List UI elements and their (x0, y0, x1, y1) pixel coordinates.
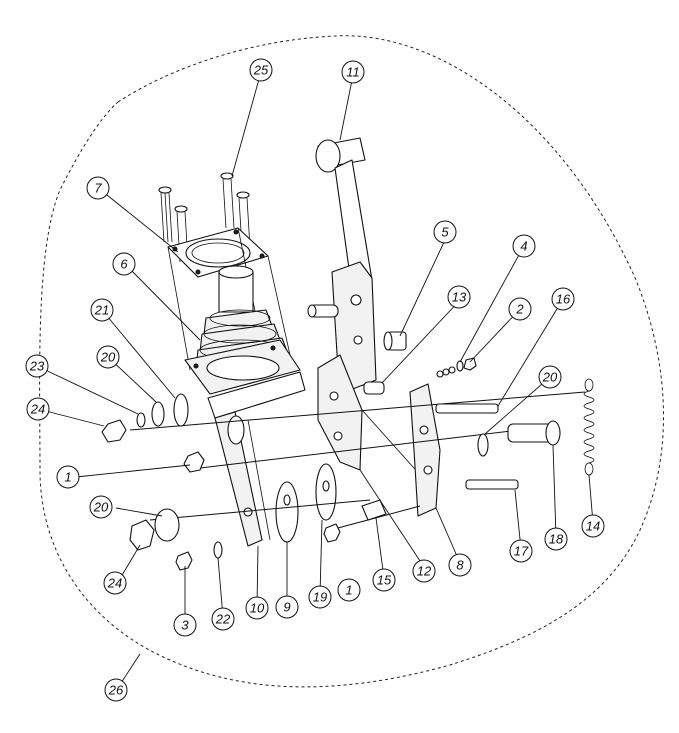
callout-23: 23 (25, 354, 49, 378)
callout-1b: 1 (337, 578, 361, 602)
callout-1a: 1 (56, 465, 80, 489)
svg-text:1: 1 (345, 583, 352, 598)
lever-arm (307, 137, 377, 391)
callout-20c: 20 (538, 365, 562, 389)
spacer-plates (275, 463, 337, 543)
svg-text:20: 20 (93, 500, 109, 515)
callout-4: 4 (512, 234, 536, 258)
svg-text:1: 1 (64, 470, 71, 485)
callout-5: 5 (433, 220, 457, 244)
tension-spring (583, 378, 595, 476)
left-hardware (101, 393, 223, 571)
callout-18: 18 (544, 527, 568, 551)
svg-text:17: 17 (514, 544, 529, 559)
callout-20a: 20 (96, 345, 120, 369)
svg-text:10: 10 (250, 601, 265, 616)
callout-21: 21 (90, 298, 114, 322)
callout-11: 11 (341, 60, 365, 84)
callout-2: 2 (508, 297, 532, 321)
screw-set (158, 172, 251, 263)
svg-text:3: 3 (181, 618, 189, 633)
callout-17: 17 (509, 539, 533, 563)
callout-14: 14 (581, 514, 605, 538)
svg-text:2: 2 (515, 302, 524, 317)
callout-16: 16 (551, 287, 575, 311)
assembly-axes (129, 391, 586, 529)
callout-25: 25 (249, 58, 273, 82)
svg-text:11: 11 (346, 65, 360, 80)
svg-text:24: 24 (107, 576, 122, 591)
svg-text:23: 23 (29, 359, 45, 374)
svg-text:5: 5 (441, 225, 449, 240)
callout-9: 9 (275, 595, 299, 619)
svg-text:21: 21 (94, 303, 109, 318)
svg-text:22: 22 (215, 612, 231, 627)
boot-flange (184, 339, 301, 395)
svg-text:15: 15 (377, 573, 392, 588)
svg-text:7: 7 (94, 181, 102, 196)
svg-text:20: 20 (100, 350, 116, 365)
callout-13: 13 (447, 285, 471, 309)
svg-text:20: 20 (542, 370, 558, 385)
callout-26: 26 (104, 678, 128, 702)
svg-text:16: 16 (556, 292, 571, 307)
svg-text:26: 26 (108, 683, 124, 698)
svg-text:13: 13 (452, 290, 467, 305)
callout-6: 6 (112, 252, 136, 276)
boot-plate (167, 227, 291, 371)
svg-text:12: 12 (417, 564, 432, 579)
callout-20b: 20 (89, 495, 113, 519)
svg-text:19: 19 (313, 590, 327, 605)
parts-artwork (101, 137, 595, 571)
callout-leaders (36, 71, 594, 684)
callout-15: 15 (372, 568, 396, 592)
svg-text:6: 6 (120, 257, 128, 272)
svg-text:25: 25 (253, 63, 269, 78)
svg-text:14: 14 (586, 519, 600, 534)
callout-12: 12 (412, 559, 436, 583)
svg-text:18: 18 (549, 532, 564, 547)
base-bracket (207, 371, 306, 547)
svg-text:4: 4 (520, 239, 527, 254)
right-hardware (323, 331, 561, 543)
callout-bubbles: 1 2 3 4 5 6 7 8 9 10 11 12 13 14 15 16 1… (25, 58, 605, 702)
pivot-bracket (409, 383, 441, 517)
callout-24a: 24 (26, 397, 50, 421)
callout-24b: 24 (103, 571, 127, 595)
callout-3: 3 (173, 613, 197, 637)
svg-text:8: 8 (456, 558, 464, 573)
callout-10: 10 (245, 596, 269, 620)
callout-19: 19 (308, 585, 332, 609)
svg-text:9: 9 (283, 600, 290, 615)
svg-text:24: 24 (30, 402, 45, 417)
callout-22: 22 (211, 607, 235, 631)
callout-8: 8 (448, 553, 472, 577)
callout-7: 7 (86, 176, 110, 200)
